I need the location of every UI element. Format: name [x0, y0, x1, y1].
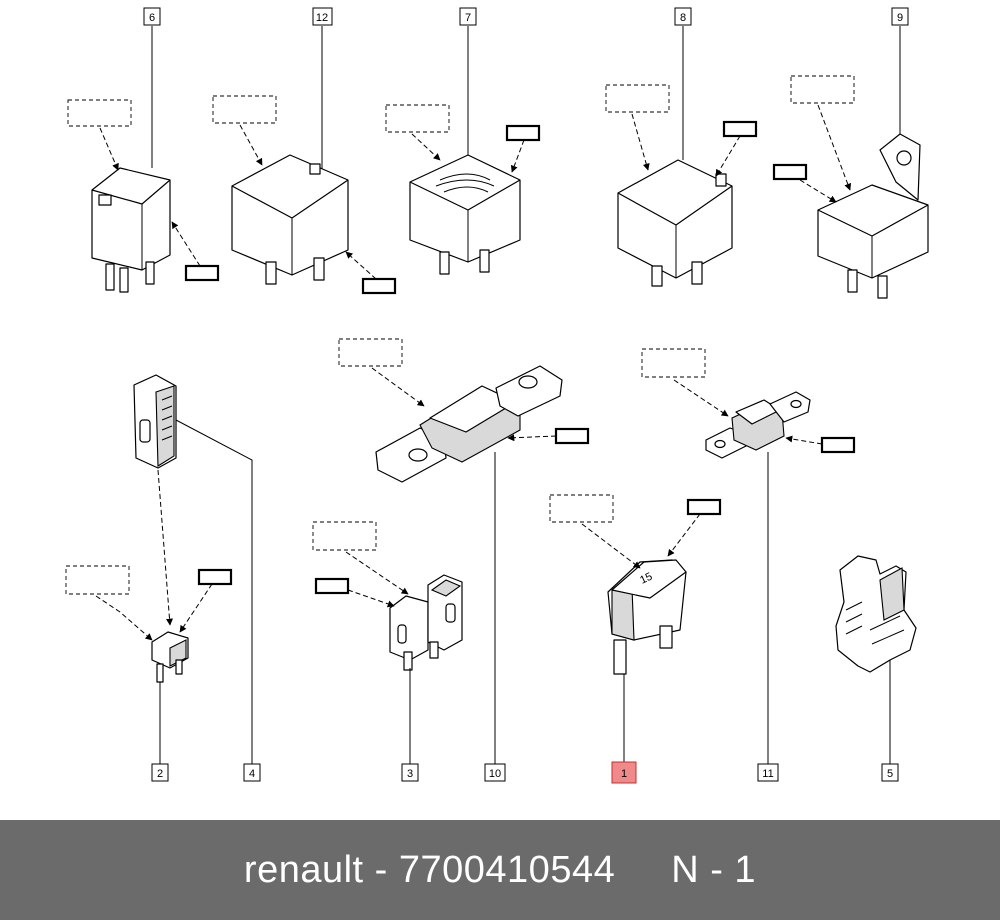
bracket-5 [835, 555, 917, 766]
callout-2: 2 [151, 763, 169, 782]
fuse-rating-label: 15 [638, 571, 654, 587]
svg-text:7: 7 [465, 12, 471, 24]
relay-6 [67, 26, 220, 293]
callout-8: 8 [674, 7, 692, 26]
mini-fuse-2 [65, 469, 233, 766]
callout-1: 1 [611, 761, 637, 784]
callout-5: 5 [881, 763, 899, 782]
callout-12: 12 [312, 7, 333, 26]
svg-text:11: 11 [762, 768, 773, 780]
fuse-3 [312, 521, 463, 766]
fuse-holder-4 [133, 374, 253, 766]
relay-9 [772, 26, 929, 299]
svg-text:1: 1 [621, 768, 627, 780]
footer-bar: renault - 7700410544 N - 1 [0, 820, 1000, 920]
callout-7: 7 [459, 7, 477, 26]
parts-diagram: 15 6 12 7 8 9 2 4 3 10 1 11 5 [65, 7, 929, 784]
svg-text:8: 8 [680, 12, 686, 24]
callout-11: 11 [757, 763, 779, 782]
footer-reference: N - 1 [671, 848, 757, 891]
svg-text:3: 3 [407, 768, 413, 780]
callout-3: 3 [401, 763, 419, 782]
callout-6: 6 [143, 7, 161, 26]
callout-layer: 6 12 7 8 9 2 4 3 10 1 11 5 [143, 7, 909, 784]
maxi-fuse-10 [338, 338, 590, 766]
callout-10: 10 [484, 763, 506, 782]
callout-9: 9 [891, 7, 909, 26]
svg-text:4: 4 [249, 768, 255, 780]
svg-text:10: 10 [489, 768, 501, 780]
svg-text:6: 6 [149, 12, 155, 24]
svg-text:12: 12 [316, 12, 328, 24]
relay-12 [212, 26, 397, 295]
svg-text:5: 5 [887, 768, 893, 780]
relay-8 [605, 26, 758, 287]
relay-7 [385, 26, 541, 275]
blade-fuse-1: 15 [549, 494, 722, 763]
callout-4: 4 [243, 763, 261, 782]
footer-part-number: renault - 7700410544 [243, 848, 616, 891]
bolt-fuse-11 [641, 348, 856, 766]
svg-text:9: 9 [897, 12, 903, 24]
svg-text:2: 2 [157, 768, 163, 780]
